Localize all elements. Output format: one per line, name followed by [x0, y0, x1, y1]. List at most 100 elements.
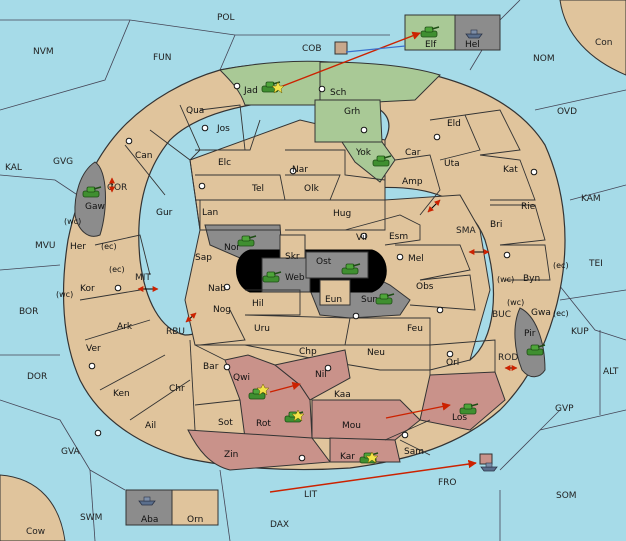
label-her: Her [70, 242, 86, 252]
label-kaa: Kaa [334, 390, 351, 400]
coast-label-byn-ec: (ec) [553, 261, 569, 270]
red-territories [187, 349, 506, 471]
label-uta: Uta [444, 159, 460, 169]
order-lines [269, 31, 477, 493]
label-nog: Nog [213, 305, 231, 315]
sea-label-cob: COB [302, 44, 322, 54]
label-kor: Kor [80, 284, 95, 294]
sea-label-rbu: RBU [166, 327, 185, 337]
label-aba: Aba [141, 515, 158, 525]
coast-label-kor-wc: (wc) [56, 290, 73, 299]
passage-arrows [109, 177, 518, 371]
sea-label-ovd: OVD [557, 107, 577, 117]
label-los: Los [452, 413, 467, 423]
label-esm: Esm [389, 232, 408, 242]
label-qwi: Qwi [233, 373, 250, 383]
label-elf: Elf [425, 40, 437, 50]
label-ver: Ver [86, 344, 101, 354]
label-sap: Sap [195, 253, 212, 263]
label-jos: Jos [216, 124, 230, 134]
sea-label-nvm: NVM [33, 47, 54, 57]
coast-label-gwa-wc: (wc) [507, 298, 524, 307]
label-kar: Kar [340, 452, 355, 462]
label-lan: Lan [202, 208, 218, 218]
sea-label-som: SOM [556, 491, 577, 501]
coast-label-her-wc: (wc) [64, 217, 81, 226]
sea-label-fun: FUN [153, 53, 172, 63]
support-line [345, 45, 406, 53]
sea-label-kal: KAL [5, 163, 22, 173]
sea-label-dax: DAX [270, 520, 289, 530]
sea-label-tei: TEI [588, 259, 603, 269]
sea-label-buc: BUC [492, 310, 511, 320]
label-byn: Byn [523, 274, 540, 284]
move-markers [256, 81, 379, 464]
sea-label-kam: KAM [581, 194, 601, 204]
label-bar: Bar [203, 362, 219, 372]
land-labels: Elf Hel Jad Sch Qua Jos Grh Eld Can Car … [70, 40, 551, 525]
sea-label-alt: ALT [603, 367, 619, 377]
label-hil: Hil [252, 299, 264, 309]
label-ark: Ark [117, 322, 133, 332]
sea-label-kup: KUP [571, 327, 589, 337]
label-mel: Mel [408, 254, 424, 264]
label-nor: Nor [224, 243, 240, 253]
label-tel: Tel [251, 184, 264, 194]
sea-label-pol: POL [217, 13, 235, 23]
land-orn-box [171, 489, 219, 526]
sea-label-sma: SMA [456, 226, 476, 236]
supply-centers [88, 82, 538, 462]
label-gur: Gur [156, 208, 173, 218]
sea-label-swm: SWM [80, 513, 102, 523]
sea-label-con: Con [595, 38, 613, 48]
label-car: Car [405, 148, 421, 158]
sea-label-dor: DOR [27, 372, 47, 382]
label-hel: Hel [465, 40, 480, 50]
coast-label-kor-ec: (ec) [109, 265, 125, 274]
province-borders [79, 104, 551, 456]
sea-labels: POL NVM FUN COB NOM Con OVD KAL GVG GOR … [5, 13, 619, 537]
label-obs: Obs [416, 282, 434, 292]
label-rot: Rot [256, 419, 271, 429]
label-feu: Feu [407, 324, 423, 334]
label-pir: Pir [524, 329, 536, 339]
label-orl: Orl [446, 358, 459, 368]
sea-label-bor: BOR [19, 307, 38, 317]
label-zin: Zin [224, 450, 238, 460]
coast-label-gwa-ec: (ec) [553, 309, 569, 318]
coast-labels: (wc) (ec) (ec) (wc) (wc) (ec) (wc) (ec) [56, 217, 569, 318]
label-neu: Neu [367, 348, 385, 358]
label-olk: Olk [304, 184, 320, 194]
label-chp: Chp [299, 347, 317, 357]
label-hug: Hug [333, 209, 351, 219]
label-sot: Sot [218, 418, 233, 428]
label-nar: Nar [292, 165, 308, 175]
label-kat: Kat [503, 165, 518, 175]
label-yok: Yok [355, 148, 372, 158]
label-bri: Bri [490, 220, 502, 230]
label-mou: Mou [342, 421, 361, 431]
label-sam: Sam [404, 447, 424, 457]
label-qua: Qua [186, 106, 204, 116]
label-rie: Rie [521, 202, 536, 212]
fro-marker [479, 453, 493, 465]
coast-label-her-ec: (ec) [101, 242, 117, 251]
sea-label-nom: NOM [533, 54, 555, 64]
label-eld: Eld [447, 119, 461, 129]
label-uru: Uru [254, 324, 270, 334]
label-orn: Orn [187, 515, 203, 525]
label-gwa: Gwa [531, 308, 551, 318]
sea-label-rod: ROD [498, 353, 518, 363]
label-jad: Jad [243, 86, 258, 96]
sea-label-lit: LIT [304, 490, 318, 500]
label-eun: Eun [325, 295, 342, 305]
label-web: Web [285, 273, 305, 283]
label-ail: Ail [145, 421, 156, 431]
label-amp: Amp [402, 177, 423, 187]
label-elc: Elc [218, 158, 231, 168]
label-chr: Chr [169, 384, 185, 394]
label-sun: Sun [361, 295, 378, 305]
label-nab: Nab [208, 284, 226, 294]
label-can: Can [135, 151, 153, 161]
